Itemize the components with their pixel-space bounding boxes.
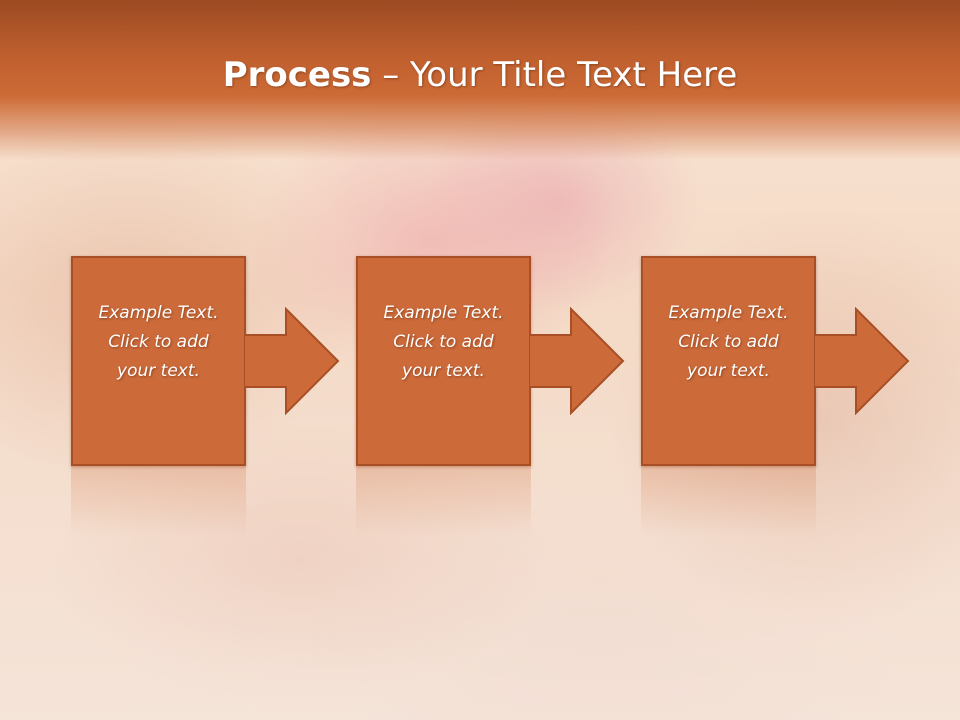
process-step-1[interactable]: Example Text. Click to add your text. <box>71 256 246 466</box>
title-band <box>0 0 960 160</box>
right-arrow-icon <box>529 307 625 415</box>
process-step-3-text: Example Text. Click to add your text. <box>668 302 789 381</box>
process-step-2-reflection <box>356 466 531 536</box>
process-step-1-reflection <box>71 466 246 536</box>
process-step-3[interactable]: Example Text. Click to add your text. <box>641 256 816 466</box>
process-step-2-text: Example Text. Click to add your text. <box>383 302 504 381</box>
title-rest-text: – Your Title Text Here <box>371 55 738 95</box>
right-arrow-icon <box>814 307 910 415</box>
process-step-1-text: Example Text. Click to add your text. <box>98 302 219 381</box>
process-step-3-reflection <box>641 466 816 536</box>
right-arrow-icon <box>244 307 340 415</box>
slide-title[interactable]: Process – Your Title Text Here <box>0 52 960 98</box>
title-bold-text: Process <box>222 55 372 95</box>
process-step-2[interactable]: Example Text. Click to add your text. <box>356 256 531 466</box>
